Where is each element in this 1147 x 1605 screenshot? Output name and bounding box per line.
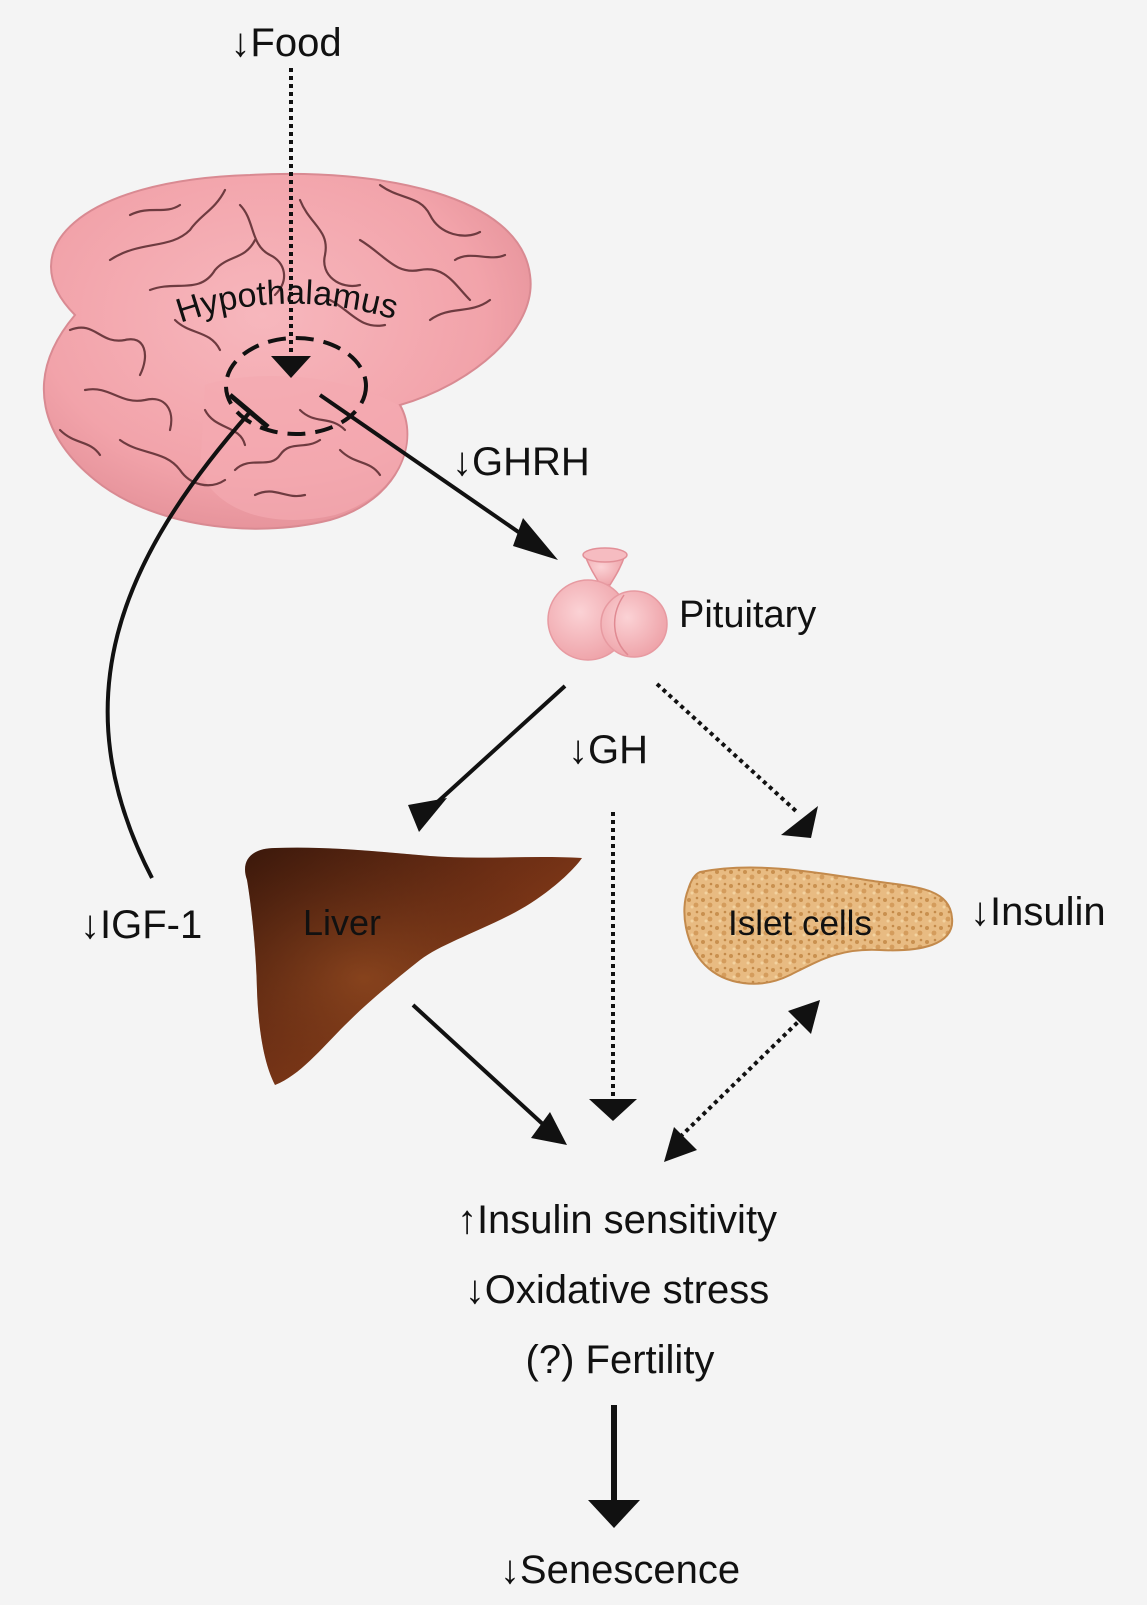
brain-folds [58,183,507,498]
pituitary-label: Pituitary [679,594,816,636]
hypothalamus-region [224,336,368,436]
insulin-sensitivity-label: ↑Insulin sensitivity [457,1198,777,1242]
food-arrow [271,68,311,378]
liver-to-outcome-arrow [411,1003,567,1145]
islet-cells-icon [683,866,954,985]
oxidative-stress-label: ↓Oxidative stress [465,1268,770,1312]
senescence-label: ↓Senescence [500,1548,740,1592]
ghrh-label: ↓GHRH [452,440,590,484]
gh-label: ↓GH [568,728,648,772]
fertility-label: (?) Fertility [526,1338,715,1382]
islet-cells-label: Islet cells [728,904,872,943]
igf1-feedback-line [105,393,270,879]
pituitary-to-islet-arrow [655,682,818,838]
insulin-label: ↓Insulin [970,890,1106,934]
food-label: ↓Food [230,21,341,65]
gh-direct-arrow [589,812,637,1121]
ghrh-arrow [318,393,558,560]
igf1-label: ↓IGF-1 [80,903,202,947]
liver-label: Liver [303,902,381,943]
liver-icon [245,847,582,1085]
pituitary-icon [547,547,668,661]
islet-outcome-double-arrow [664,1000,820,1162]
to-senescence-arrow [588,1405,640,1528]
pituitary-to-liver-arrow [408,684,567,832]
